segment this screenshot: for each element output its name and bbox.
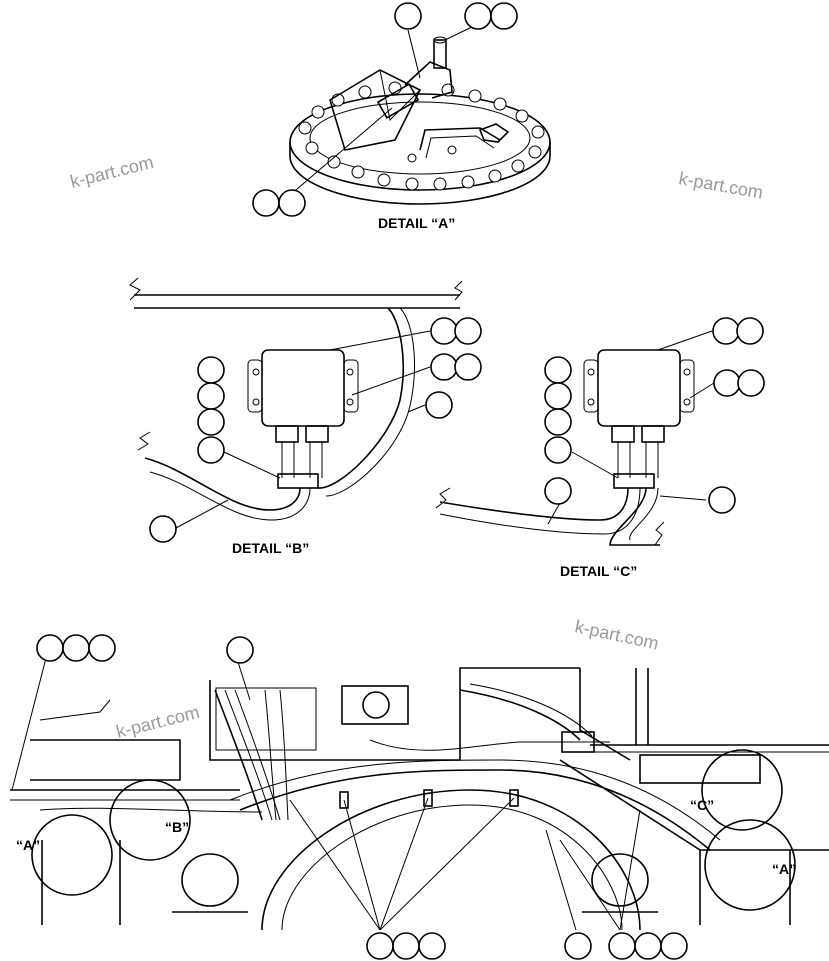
- detail-c-drawing: [435, 317, 765, 546]
- callout-a-right: “A”: [772, 861, 796, 877]
- watermark-2: k-part.com: [677, 168, 764, 202]
- callout-c: “C”: [690, 797, 714, 813]
- detail-a-label: DETAIL “A”: [378, 215, 455, 231]
- detail-c-label: DETAIL “C”: [560, 563, 637, 579]
- detail-b-drawing: [129, 277, 482, 543]
- callout-a-left: “A”: [16, 837, 40, 853]
- watermark-1: k-part.com: [68, 152, 155, 192]
- detail-a-drawing: [252, 2, 551, 217]
- watermark-3: k-part.com: [573, 616, 660, 653]
- callout-b: “B”: [165, 819, 189, 835]
- watermark-4: k-part.com: [114, 702, 201, 742]
- main-view-drawing: [10, 634, 829, 960]
- detail-b-label: DETAIL “B”: [232, 540, 309, 556]
